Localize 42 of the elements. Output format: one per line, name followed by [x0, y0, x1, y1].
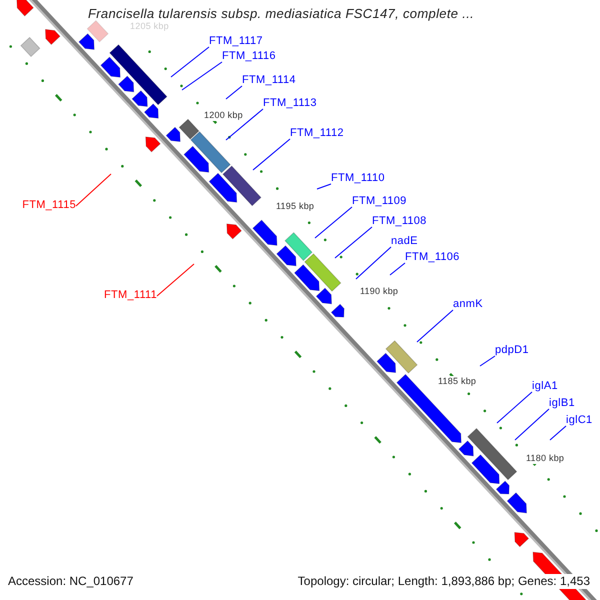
gene-label: FTM_1111 [104, 289, 157, 302]
gene-label: FTM_1109 [352, 195, 407, 208]
leader-line [182, 62, 222, 90]
leader-line [226, 86, 242, 100]
scale-label: 1200 kbp [204, 110, 243, 122]
leader-line [390, 262, 406, 276]
gene-label: nadE [391, 235, 418, 248]
gene-label: anmK [453, 298, 483, 311]
gene-label: FTM_1112 [290, 127, 344, 140]
gene-label: FTM_1117 [209, 35, 263, 48]
gene-label: pdpD1 [495, 344, 529, 357]
leader-line [156, 264, 194, 296]
gene-label: FTM_1106 [405, 251, 460, 264]
title: Francisella tularensis subsp. mediasiatica FSC147, complete ... [88, 6, 474, 22]
gene-label: FTM_1108 [372, 215, 427, 228]
leader-line [356, 246, 392, 280]
leader-line [416, 310, 454, 342]
leader-line [316, 184, 332, 190]
leader-line [76, 174, 112, 206]
scale-label: 1190 kbp [360, 286, 398, 298]
gene-label: iglC1 [566, 414, 592, 427]
leader-line [550, 426, 566, 440]
gene-label: FTM_1114 [242, 74, 296, 87]
gene-label: FTM_1115 [22, 199, 76, 212]
leader-line [252, 138, 290, 170]
gene-label: iglB1 [549, 397, 575, 410]
footer-text: Accession: NC_010677 [8, 574, 134, 589]
gene-label: FTM_1113 [263, 97, 317, 110]
scale-label: 1185 kbp [438, 376, 476, 388]
gene-label: FTM_1110 [331, 172, 385, 185]
leader-line [514, 408, 550, 440]
leader-line [226, 108, 264, 140]
gene-label: iglA1 [532, 380, 558, 393]
gene-label: FTM_1116 [222, 50, 276, 63]
leader-line [496, 392, 532, 424]
footer-text: Topology: circular; Length: 1,893,886 bp; Genes: 1,453 [298, 574, 590, 589]
leader-line [170, 46, 210, 78]
scale-label: 1180 kbp [526, 453, 564, 464]
leader-line [480, 356, 496, 366]
scale-label: 1195 kbp [276, 201, 314, 212]
leader-line [314, 206, 352, 238]
leader-line [334, 226, 372, 258]
